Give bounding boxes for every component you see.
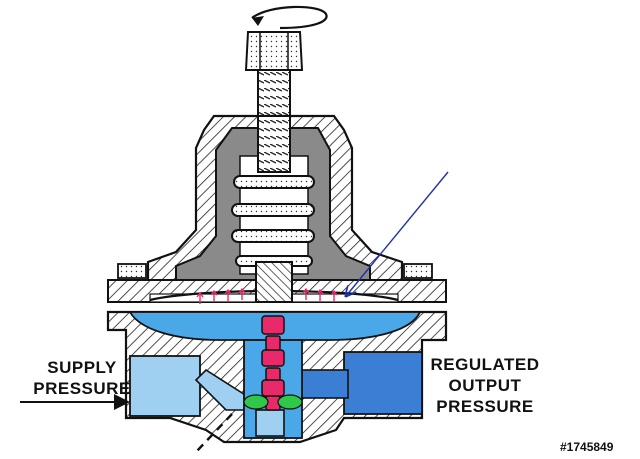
dashed-centerline [195, 413, 233, 453]
flange-bolt-left [117, 263, 147, 279]
flange-bolt-right [403, 263, 433, 279]
valve-stem [261, 315, 285, 411]
output-label-line-3: PRESSURE [436, 397, 534, 416]
valve-seat [243, 394, 303, 410]
output-label-line-2: OUTPUT [448, 376, 522, 395]
regulated-output-pressure-label: REGULATED OUTPUT PRESSURE [420, 354, 550, 417]
image-id-watermark: #1745849 [560, 440, 614, 454]
regulated-outlet-port [295, 351, 423, 415]
supply-label-line-1: SUPPLY [47, 358, 117, 377]
diaphragm-plate [255, 261, 293, 303]
rotation-arrow-icon [251, 5, 328, 30]
supply-label-line-2: PRESSURE [33, 379, 131, 398]
diaphragm-pointer-line [346, 171, 449, 296]
output-label-line-1: REGULATED [430, 355, 540, 374]
supply-pressure-label: SUPPLY PRESSURE [22, 357, 142, 399]
spring [231, 175, 315, 267]
supply-inlet-port [129, 355, 252, 417]
